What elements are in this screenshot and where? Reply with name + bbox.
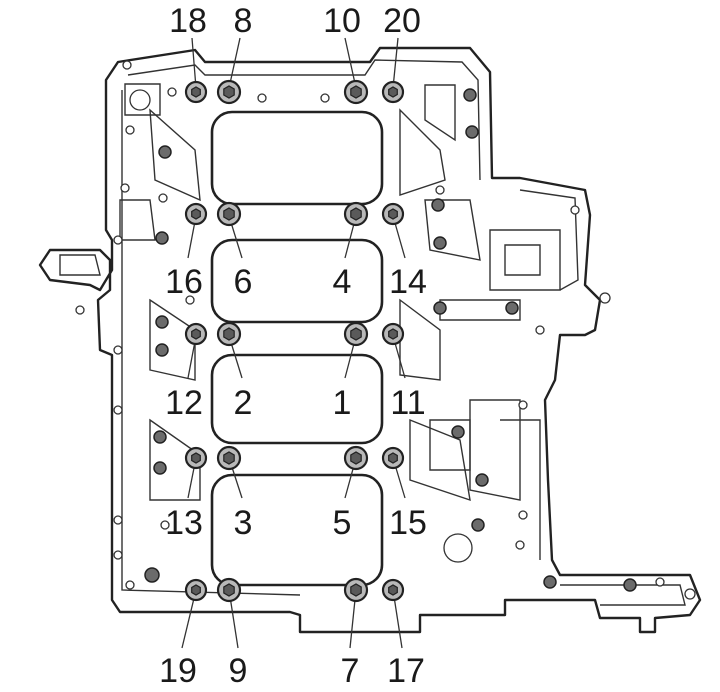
crank-bays — [210, 110, 384, 587]
bolt-label-9: 9 — [229, 652, 248, 690]
bolt-hex — [191, 452, 201, 464]
bolt-5 — [343, 445, 369, 471]
bolt-label-6: 6 — [234, 263, 253, 301]
bolt-label-13: 13 — [165, 504, 203, 542]
bolt-number-labels: 1 2 3 4 5 6 7 8 9 10 11 12 13 14 15 16 1… — [159, 2, 427, 690]
bolt-17 — [381, 578, 405, 602]
bolt-2 — [216, 321, 242, 347]
bolt-hex — [191, 328, 201, 340]
bolt-hex — [223, 85, 235, 99]
bolt-14 — [381, 202, 405, 226]
bolt-hex — [223, 583, 235, 597]
bolt-label-16: 16 — [165, 263, 203, 301]
bolt-hex — [350, 207, 362, 221]
bolt-hex — [388, 452, 398, 464]
crank-bay-4 — [210, 473, 384, 587]
bolt-label-11: 11 — [390, 384, 425, 422]
bolt-hex — [388, 328, 398, 340]
block-outline — [38, 46, 702, 634]
bolt-label-4: 4 — [333, 263, 352, 301]
bolt-13 — [184, 446, 208, 470]
bolt-18 — [184, 80, 208, 104]
bolt-8 — [216, 79, 242, 105]
bolt-hex — [223, 327, 235, 341]
small-holes — [75, 60, 696, 600]
bolt-hex — [350, 583, 362, 597]
bolt-label-20: 20 — [383, 2, 421, 40]
crank-bay-3 — [210, 353, 384, 445]
bolt-hex — [350, 327, 362, 341]
bolt-label-3: 3 — [234, 504, 253, 542]
bolt-hex — [350, 85, 362, 99]
bolt-label-14: 14 — [389, 263, 427, 301]
bolt-19 — [184, 578, 208, 602]
bolt-label-17: 17 — [387, 652, 425, 690]
bolt-16 — [184, 202, 208, 226]
bolt-label-1: 1 — [333, 384, 352, 422]
bolt-hex — [350, 451, 362, 465]
bolt-label-10: 10 — [323, 2, 361, 40]
side-ribs — [119, 83, 561, 502]
numbered-bolts — [184, 79, 405, 603]
bolt-label-8: 8 — [234, 2, 253, 40]
bolt-6 — [216, 201, 242, 227]
bolt-hex — [223, 451, 235, 465]
bolt-label-2: 2 — [234, 384, 253, 422]
bolt-20 — [381, 80, 405, 104]
bolt-hex — [191, 86, 201, 98]
bolt-hex — [191, 584, 201, 596]
bolt-10 — [343, 79, 369, 105]
bolt-1 — [343, 321, 369, 347]
bolt-11 — [381, 322, 405, 346]
bolt-label-5: 5 — [333, 504, 352, 542]
bolt-label-12: 12 — [165, 384, 203, 422]
bolt-3 — [216, 445, 242, 471]
crank-bay-2 — [210, 238, 384, 324]
bolt-4 — [343, 201, 369, 227]
bolt-label-18: 18 — [169, 2, 207, 40]
bolt-hex — [223, 207, 235, 221]
bolt-hex — [388, 86, 398, 98]
bolt-15 — [381, 446, 405, 470]
crank-bay-1 — [210, 110, 384, 206]
bolt-hex — [388, 584, 398, 596]
bolt-label-15: 15 — [389, 504, 427, 542]
bolt-12 — [184, 322, 208, 346]
bolt-label-19: 19 — [159, 652, 197, 690]
bolt-7 — [343, 577, 369, 603]
secondary-studs — [144, 88, 637, 592]
bolt-hex — [191, 208, 201, 220]
bolt-label-7: 7 — [341, 652, 360, 690]
bolt-9 — [216, 577, 242, 603]
bolt-hex — [388, 208, 398, 220]
